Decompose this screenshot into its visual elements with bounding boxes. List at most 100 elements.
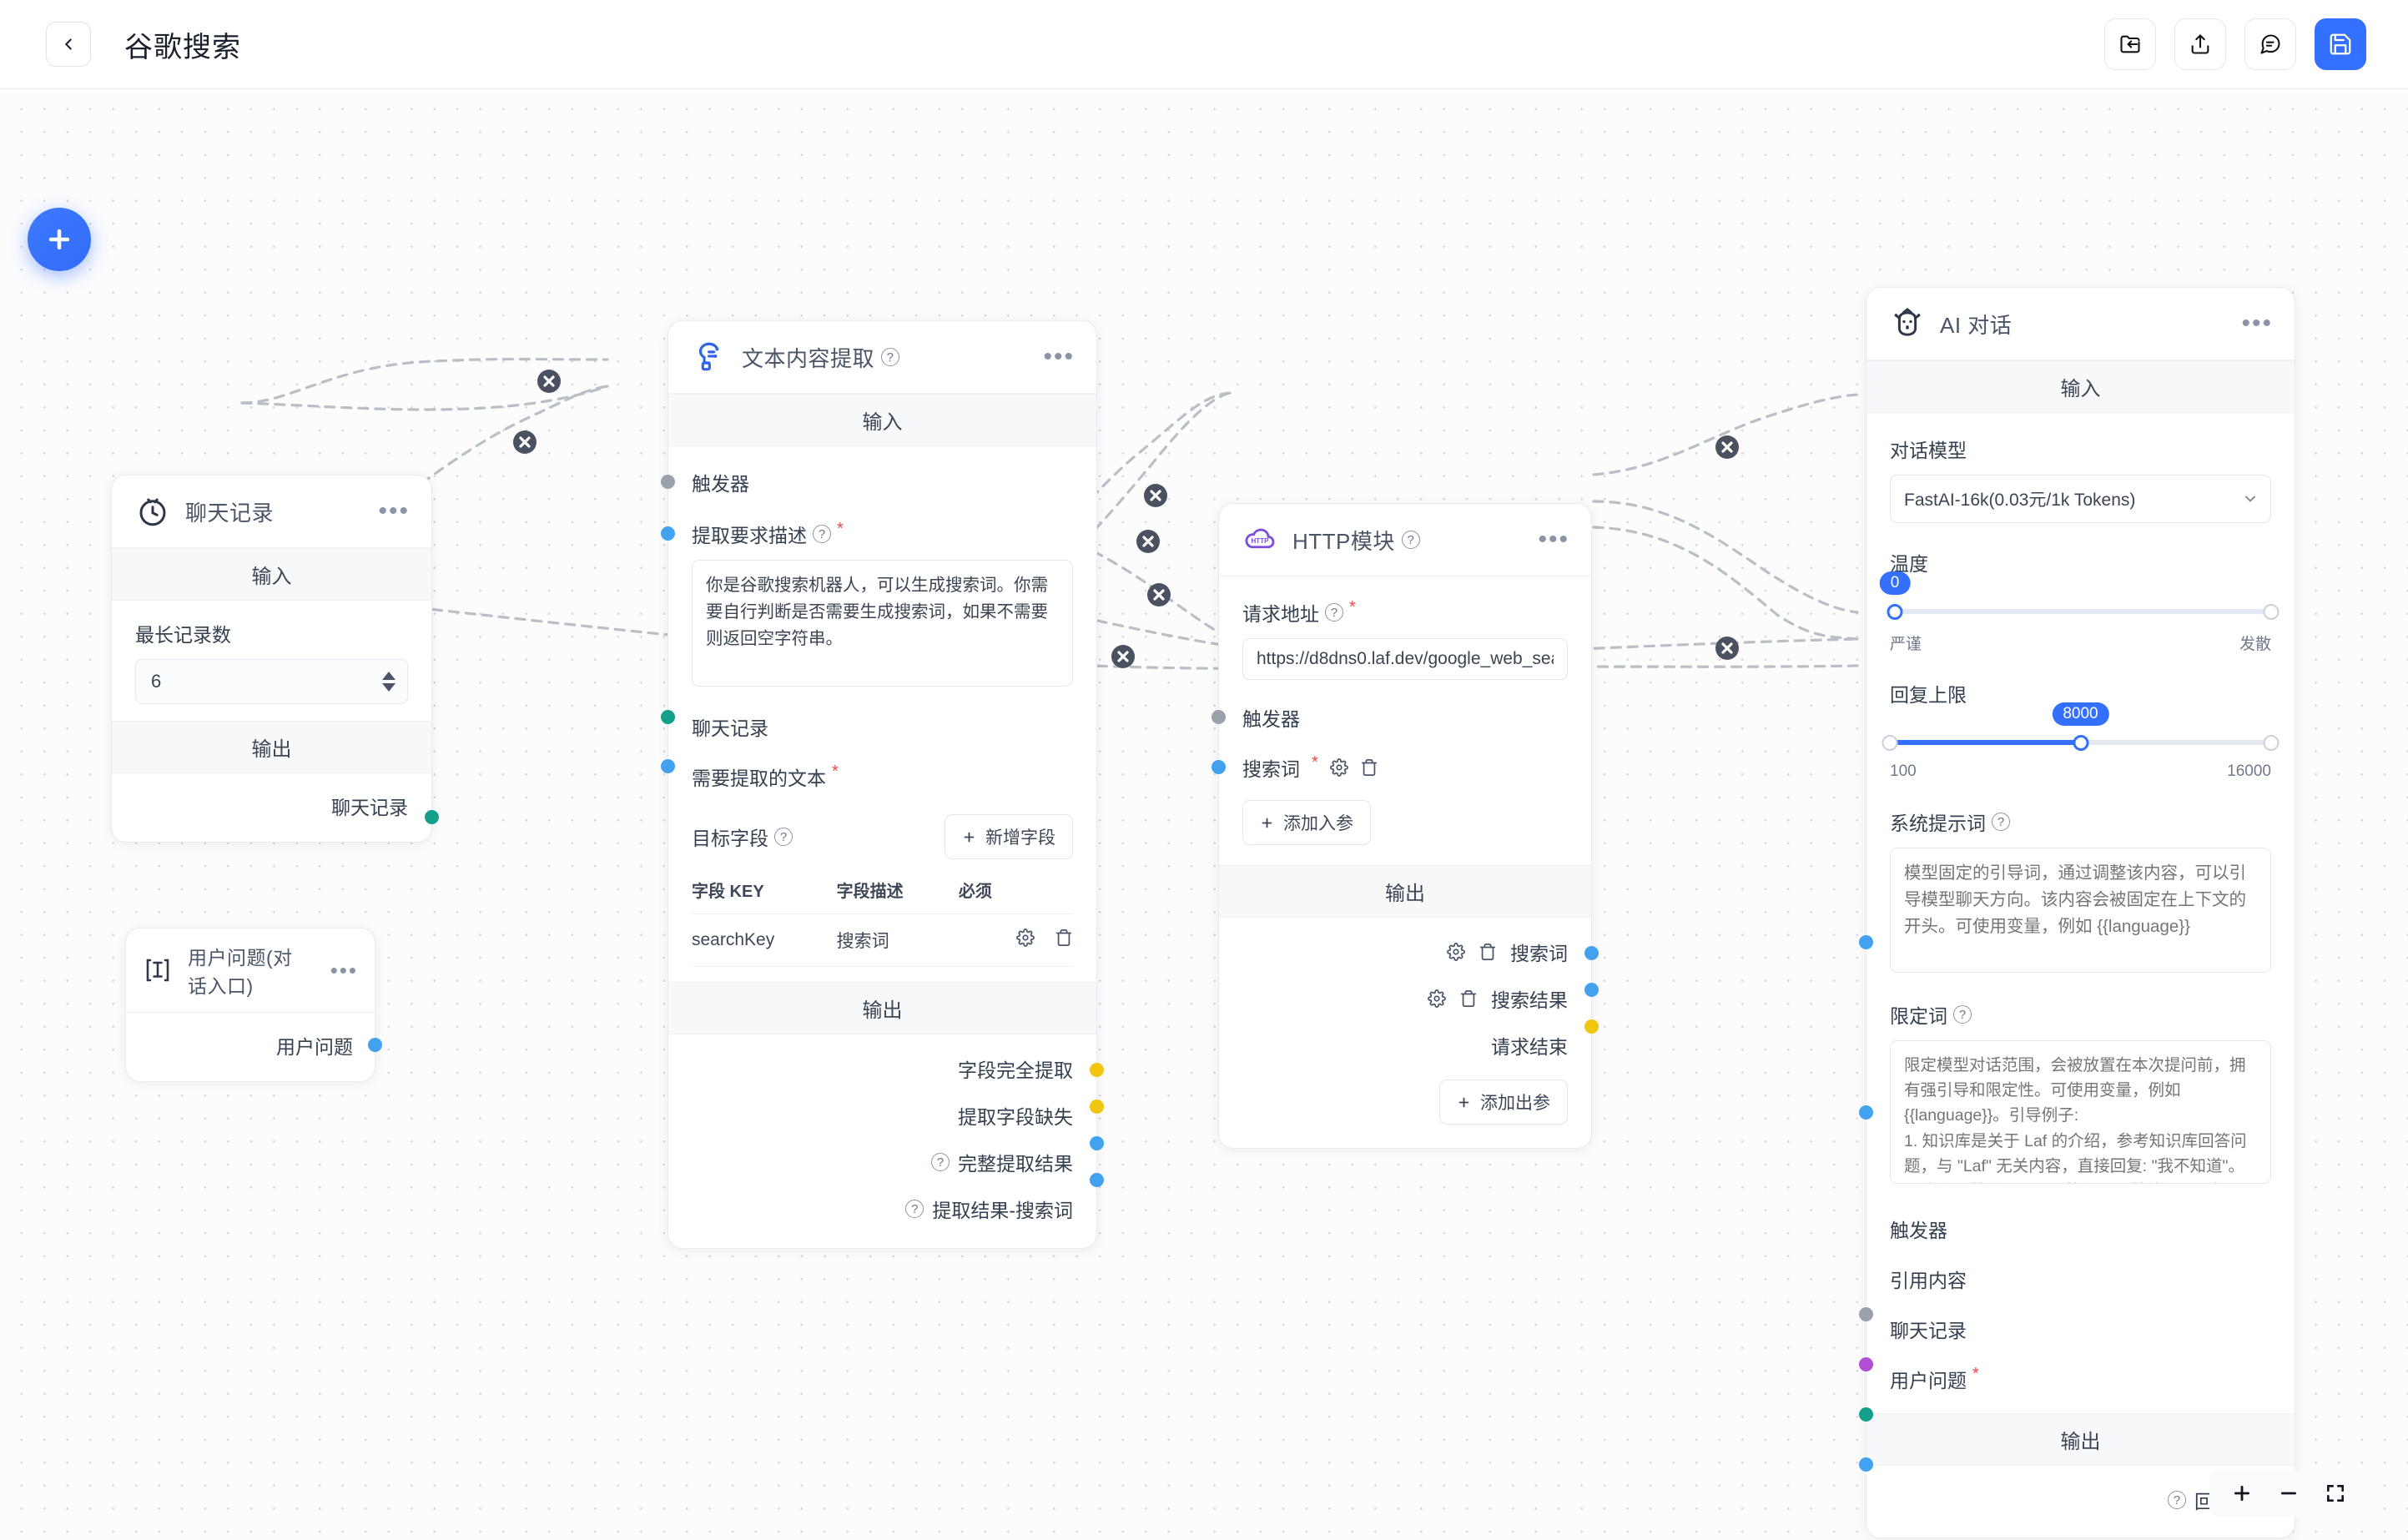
help-icon[interactable]: ?	[813, 525, 831, 543]
output-port-full-result[interactable]	[1090, 1136, 1104, 1150]
model-select-wrap[interactable]: FastAI-16k(0.03元/1k Tokens)	[1890, 475, 2271, 523]
max-tokens-knob[interactable]	[2073, 735, 2088, 751]
back-button[interactable]	[46, 22, 91, 67]
trash-icon[interactable]	[1459, 989, 1478, 1008]
output-port-result-searchkey[interactable]	[1090, 1173, 1104, 1187]
output-port-chat-history[interactable]	[425, 810, 439, 824]
cell-field-key: searchKey	[692, 913, 837, 967]
system-prompt-textarea[interactable]	[1890, 848, 2271, 973]
node-outputs: 字段完全提取 提取字段缺失 ? 完整提取结果 ? 提取结果-搜索词	[668, 1034, 1104, 1248]
add-input-param-button[interactable]: 添加入参	[1242, 800, 1371, 845]
edge-delete-icon[interactable]	[537, 370, 561, 393]
help-icon[interactable]: ?	[1953, 1005, 1972, 1024]
table-header-row: 字段 KEY 字段描述 必须	[692, 873, 1073, 914]
output-port-field-complete[interactable]	[1090, 1063, 1104, 1077]
zoom-in-button[interactable]	[2231, 1482, 2253, 1504]
chat-history-input-label: 聊天记录	[692, 717, 768, 739]
qualifier-textarea[interactable]	[1890, 1040, 2271, 1184]
temperature-range-labels: 严谨 发散	[1890, 632, 2271, 654]
output-port-field-missing[interactable]	[1090, 1100, 1104, 1114]
target-field-table: 字段 KEY 字段描述 必须 searchKey 搜索词	[692, 873, 1073, 967]
export-button[interactable]	[2174, 18, 2226, 70]
input-port-search-key[interactable]	[1212, 760, 1226, 774]
required-marker: *	[1972, 1364, 1979, 1383]
max-tokens-slider[interactable]: 8000	[1882, 702, 2280, 756]
input-port-qualifier[interactable]	[1859, 1105, 1873, 1120]
input-port-trigger[interactable]	[1859, 1307, 1873, 1321]
request-url-input[interactable]	[1242, 638, 1568, 680]
edge-delete-icon[interactable]	[1136, 530, 1160, 553]
edge-delete-icon[interactable]	[513, 430, 537, 454]
temperature-knob[interactable]	[1887, 604, 1903, 620]
temperature-slider[interactable]: 0	[1879, 571, 2280, 625]
edge-delete-icon[interactable]	[1144, 484, 1167, 507]
input-port-extract-desc[interactable]	[661, 526, 675, 541]
input-port-trigger[interactable]	[661, 475, 675, 489]
input-port-user-question[interactable]	[1859, 1457, 1873, 1472]
caret-down-icon[interactable]	[382, 683, 395, 692]
input-port-chat-history[interactable]	[1859, 1407, 1873, 1422]
node-menu-button[interactable]: •••	[1043, 343, 1075, 370]
node-http-module[interactable]: HTTP HTTP模块 ? ••• 请求地址 ? * 触发器 搜索词	[1212, 503, 1599, 1149]
add-output-row: 添加出参	[1242, 1080, 1568, 1125]
node-menu-button[interactable]: •••	[378, 497, 410, 525]
output-port-request-finish[interactable]	[1584, 1019, 1599, 1034]
gear-icon[interactable]	[1428, 989, 1446, 1008]
edge-delete-buttons	[513, 370, 1739, 668]
help-icon[interactable]: ?	[774, 828, 793, 846]
extract-desc-textarea[interactable]: 你是谷歌搜索机器人，可以生成搜索词。你需要自行判断是否需要生成搜索词，如果不需要…	[692, 560, 1073, 687]
input-port-trigger[interactable]	[1212, 710, 1226, 724]
help-icon[interactable]: ?	[2168, 1491, 2186, 1509]
output-port-search-key[interactable]	[1584, 946, 1599, 960]
node-title: AI 对话	[1940, 312, 2013, 338]
save-button[interactable]	[2315, 18, 2366, 70]
output-port-search-result[interactable]	[1584, 983, 1599, 997]
help-icon[interactable]: ?	[881, 348, 900, 366]
fit-view-button[interactable]	[2325, 1482, 2346, 1504]
max-records-stepper[interactable]: 6	[135, 659, 408, 704]
trash-icon[interactable]	[1055, 929, 1073, 947]
node-user-question[interactable]: 用户问题(对话入口) ••• 用户问题	[125, 928, 382, 1082]
help-icon[interactable]: ?	[1401, 531, 1420, 549]
max-tokens-value: 8000	[2052, 702, 2109, 726]
node-chat-history[interactable]: 聊天记录 ••• 输入 最长记录数 6 输出 聊天记录	[111, 475, 439, 843]
gear-icon[interactable]	[1016, 929, 1035, 947]
add-field-button[interactable]: 新增字段	[945, 814, 1073, 859]
node-ai-chat[interactable]: AI 对话 ••• 输入 对话模型 FastAI-16k(0.03元/1k To…	[1859, 287, 2302, 1538]
request-url-label: 请求地址 ? *	[1242, 598, 1568, 627]
edge-delete-icon[interactable]	[1111, 645, 1135, 668]
zoom-controls[interactable]	[2209, 1470, 2368, 1517]
input-port-chat-history[interactable]	[661, 710, 675, 724]
flow-canvas[interactable]: 聊天记录 ••• 输入 最长记录数 6 输出 聊天记录	[0, 89, 2408, 1540]
help-icon[interactable]: ?	[1992, 813, 2010, 831]
node-text-extract[interactable]: 文本内容提取 ? ••• 输入 触发器 提取要求描述 ? * 你是谷歌搜索机器人…	[661, 320, 1104, 1249]
node-menu-button[interactable]: •••	[330, 958, 358, 983]
help-icon[interactable]: ?	[1325, 603, 1343, 622]
import-folder-button[interactable]	[2104, 18, 2156, 70]
input-port-need-extract[interactable]	[661, 759, 675, 773]
stepper-arrows[interactable]	[382, 672, 395, 692]
help-icon[interactable]: ?	[931, 1153, 950, 1171]
node-menu-button[interactable]: •••	[2241, 310, 2273, 337]
help-icon[interactable]: ?	[905, 1200, 924, 1218]
gear-icon[interactable]	[1447, 943, 1465, 961]
add-output-param-button[interactable]: 添加出参	[1439, 1080, 1568, 1125]
edge-delete-icon[interactable]	[1147, 583, 1171, 606]
model-select[interactable]: FastAI-16k(0.03元/1k Tokens)	[1890, 475, 2271, 523]
input-port-quote-content[interactable]	[1859, 1357, 1873, 1371]
add-node-button[interactable]	[28, 208, 91, 271]
gear-icon[interactable]	[1329, 758, 1348, 777]
caret-up-icon[interactable]	[382, 672, 395, 680]
edge-delete-icon[interactable]	[1715, 637, 1739, 660]
edge-delete-icon[interactable]	[1715, 435, 1739, 459]
label-text: 系统提示词	[1890, 813, 1986, 834]
input-port-system-prompt[interactable]	[1859, 935, 1873, 949]
trash-icon[interactable]	[1479, 943, 1497, 961]
output-port-user-question[interactable]	[368, 1038, 382, 1052]
trash-icon[interactable]	[1360, 758, 1378, 777]
zoom-out-button[interactable]	[2278, 1482, 2300, 1504]
node-title-wrap: 文本内容提取 ?	[742, 342, 900, 373]
node-menu-button[interactable]: •••	[1538, 526, 1569, 553]
output-label: 提取结果-搜索词	[932, 1200, 1073, 1221]
chat-test-button[interactable]	[2244, 18, 2296, 70]
